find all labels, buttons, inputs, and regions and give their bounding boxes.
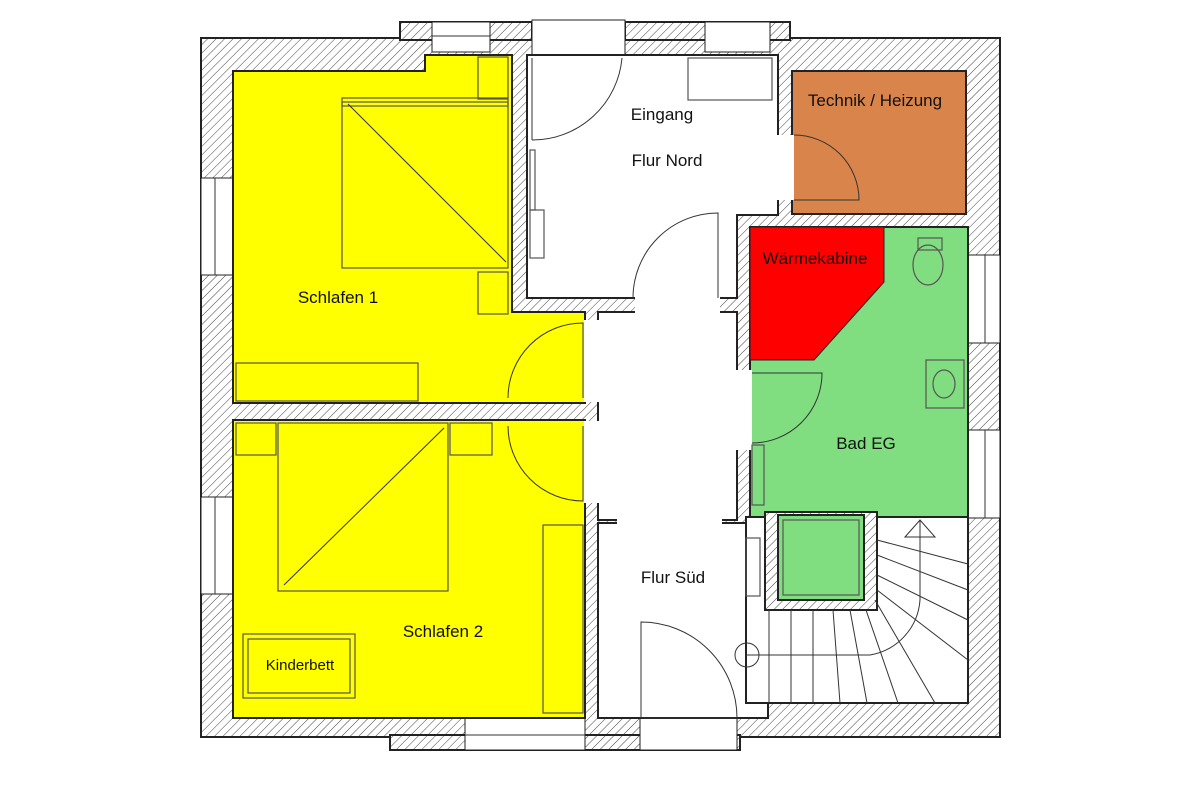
room-flur-nord (526, 54, 779, 299)
window-right-2 (965, 429, 1001, 519)
room-schlafen-1 (232, 54, 586, 404)
door-opening-south (639, 717, 738, 751)
label-schlafen-1: Schlafen 1 (298, 288, 378, 307)
entrance-door-opening (531, 19, 626, 59)
label-flur-nord: Flur Nord (632, 151, 703, 170)
label-bad-eg: Bad EG (836, 434, 896, 453)
label-schlafen-2: Schlafen 2 (403, 622, 483, 641)
label-kinderbett: Kinderbett (266, 657, 335, 674)
label-waermekabine: Wärmekabine (763, 249, 868, 268)
window-top-left (431, 21, 491, 53)
wardrobe-schlafen-2 (542, 524, 584, 714)
label-flur-sued: Flur Süd (641, 568, 705, 587)
room-schlafen-2 (232, 419, 586, 719)
furniture (235, 56, 969, 719)
bed-schlafen-1 (341, 97, 509, 269)
room-technik (791, 70, 967, 215)
window-right-1 (965, 254, 1001, 344)
label-technik: Technik / Heizung (808, 91, 942, 110)
window-left-2 (200, 496, 234, 595)
sink-icon (925, 359, 965, 409)
room-central-hall (597, 311, 738, 521)
bed-schlafen-2 (277, 422, 449, 592)
shower-tray (777, 514, 865, 601)
window-bottom (464, 717, 586, 751)
room-flur-sued (597, 522, 769, 719)
window-top-right (704, 21, 771, 53)
kinderbett (242, 633, 356, 699)
room-waermekabine (749, 226, 885, 361)
staircase (734, 519, 969, 704)
wardrobe-schlafen-1 (235, 362, 419, 402)
label-eingang: Eingang (631, 105, 693, 124)
toilet-icon (912, 244, 944, 286)
window-left-1 (200, 177, 234, 276)
